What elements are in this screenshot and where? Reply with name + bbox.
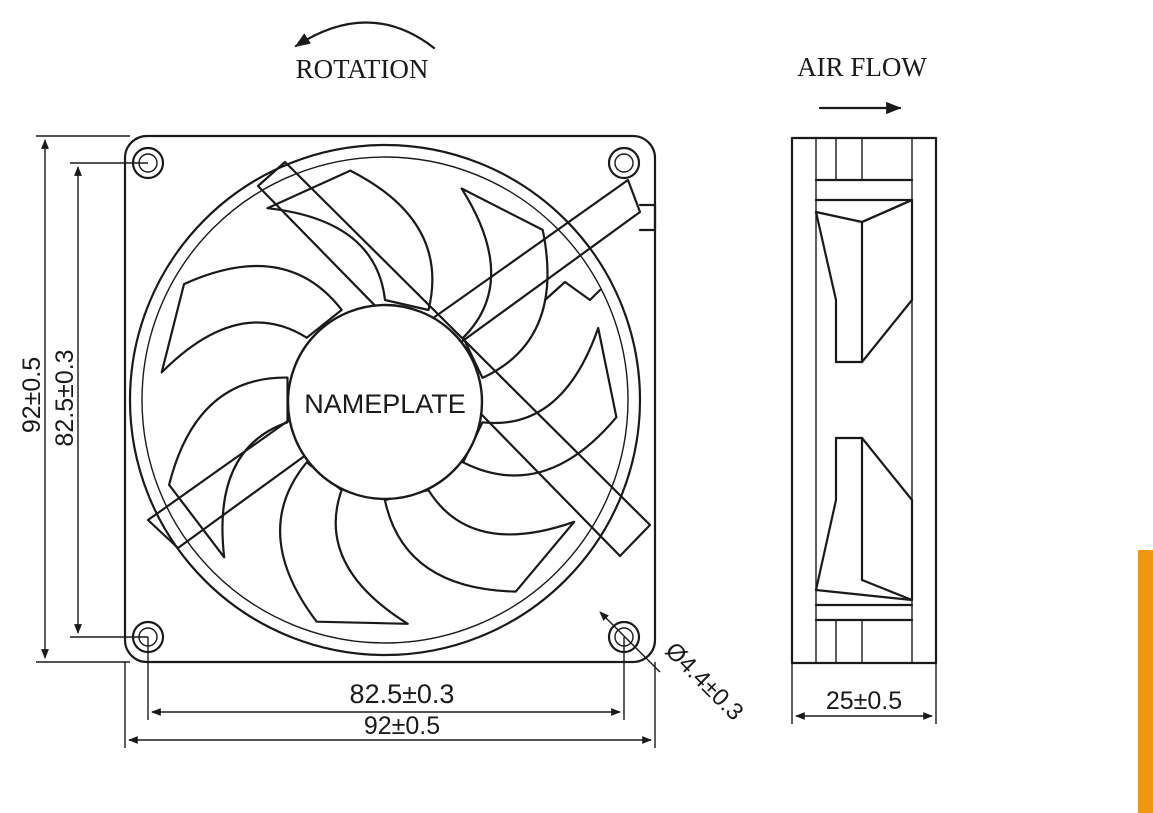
accent-bar [1138, 550, 1153, 813]
cable-notch [543, 203, 657, 302]
outer-width-label: 92±0.5 [364, 712, 440, 740]
front-view: NAMEPLATE [123, 134, 657, 664]
air-flow-label: AIR FLOW [797, 52, 927, 82]
fan-shroud [128, 143, 642, 657]
depth-label: 25±0.5 [826, 687, 902, 715]
fan-blade [160, 265, 343, 374]
hole-spacing-horizontal-label: 82.5±0.3 [350, 679, 455, 709]
fan-blade [462, 326, 618, 477]
fan-blade [383, 489, 576, 593]
fan-blade [279, 461, 409, 625]
mounting-hole [607, 146, 641, 180]
fan-blades [160, 169, 618, 625]
depth-dimension [791, 663, 937, 724]
support-strut [256, 160, 652, 558]
dimension-lines [36, 135, 661, 748]
side-view [790, 136, 938, 665]
rotation-arrow [294, 21, 436, 50]
hub [286, 303, 484, 501]
support-strut [146, 178, 642, 550]
fan-blade [168, 376, 289, 559]
fan-blade [266, 169, 434, 312]
fan-frame [123, 134, 657, 664]
rotation-label: ROTATION [296, 54, 429, 84]
hole-diameter-label: Ø4.4±0.3 [660, 637, 749, 726]
nameplate-label: NAMEPLATE [304, 389, 466, 419]
hole-spacing-vertical-label: 82.5±0.3 [51, 349, 79, 446]
outer-height-label: 92±0.5 [18, 357, 46, 433]
